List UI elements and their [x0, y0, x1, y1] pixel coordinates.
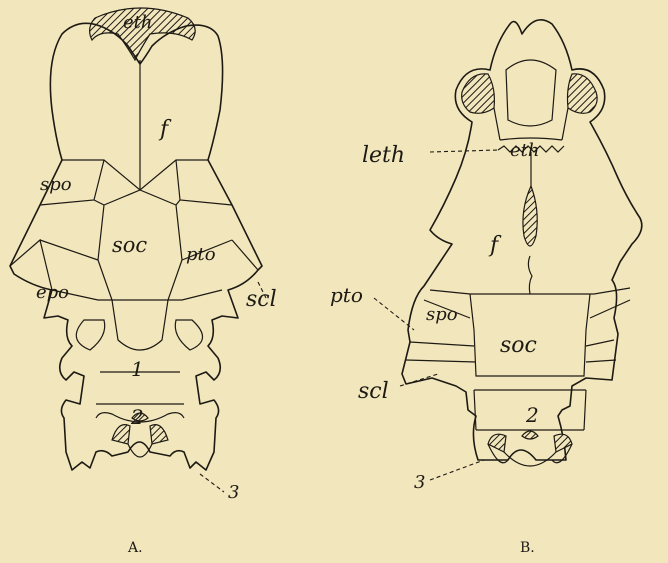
label-a-1: 1: [131, 357, 144, 381]
label-b-pto: pto: [330, 283, 363, 307]
label-a-2: 2: [130, 405, 144, 429]
panel-b-nasal-hatch-right: [568, 74, 598, 114]
label-a-pto: pto: [186, 244, 216, 265]
label-b-soc: soc: [500, 333, 537, 358]
label-a-eth: eth: [123, 12, 152, 33]
label-a-epo: epo: [36, 282, 69, 303]
panel-b-skull-outline: [402, 20, 642, 460]
label-a-spo: spo: [40, 174, 72, 195]
label-a-f: f: [158, 117, 172, 142]
panel-b-interfrontal-hatch: [523, 186, 537, 246]
label-b-3: 3: [414, 472, 425, 493]
caption-b: B.: [520, 540, 535, 556]
label-b-2: 2: [525, 403, 539, 427]
panel-a: eth f spo soc pto epo scl 1 2 3 A.: [10, 8, 277, 556]
label-a-scl: scl: [246, 287, 277, 312]
panel-b-nasal-hatch-left: [462, 74, 495, 114]
panel-a-element-1: [112, 300, 168, 350]
caption-a: A.: [127, 540, 143, 556]
panel-b: leth eth f pto spo soc scl 2 3 B.: [330, 20, 642, 556]
label-a-3: 3: [228, 482, 239, 503]
label-b-spo: spo: [426, 304, 458, 325]
label-b-eth: eth: [510, 140, 539, 161]
label-b-leth: leth: [362, 143, 405, 168]
label-b-scl: scl: [358, 379, 389, 404]
label-b-f: f: [488, 233, 502, 258]
label-a-soc: soc: [112, 233, 147, 257]
panel-a-element-3-hatch: [112, 425, 130, 444]
